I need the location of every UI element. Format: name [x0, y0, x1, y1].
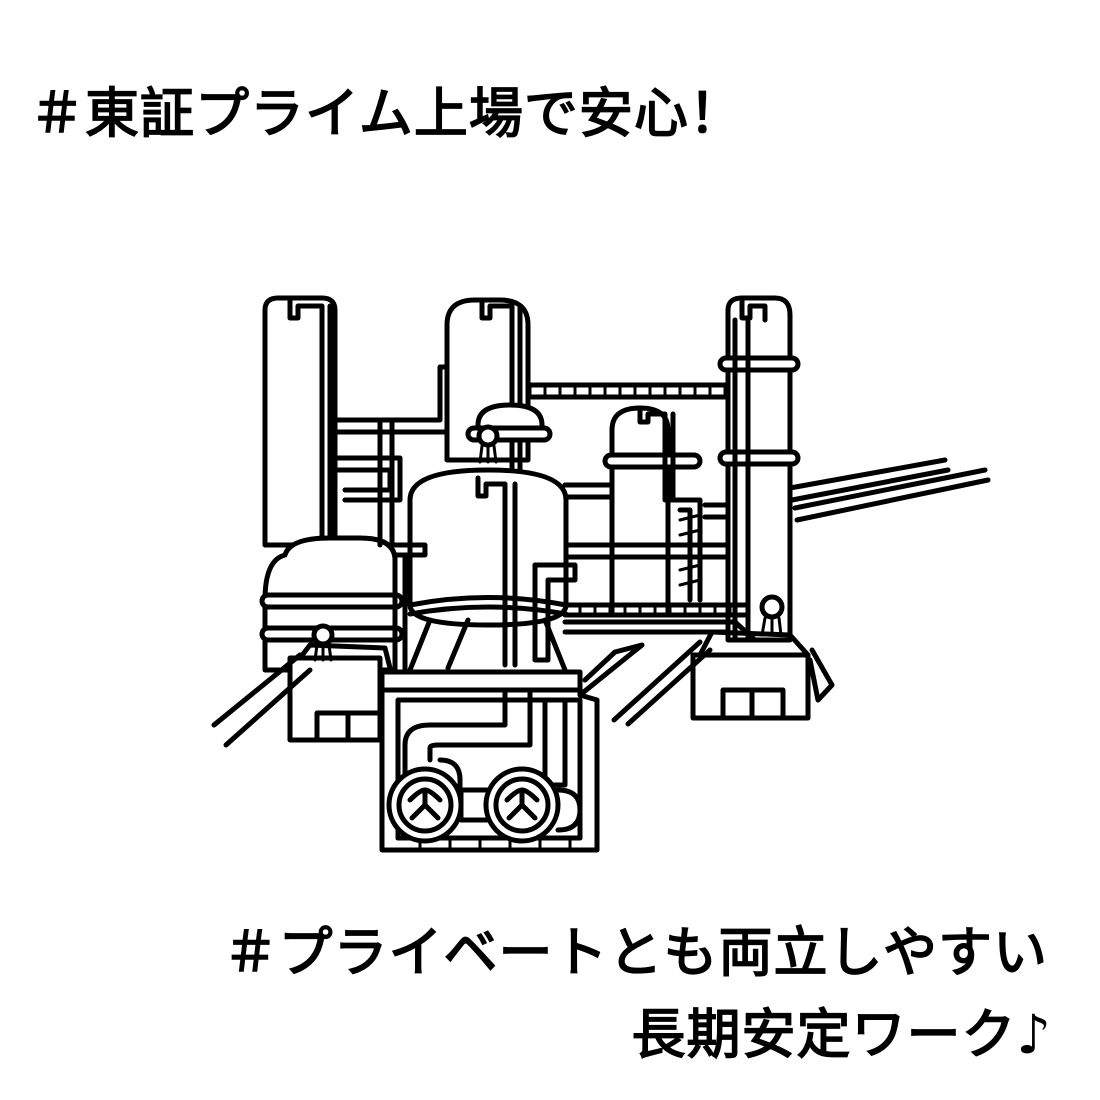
headline-bottom-line1: ＃プライベートとも両立しやすい	[223, 921, 1048, 984]
fan-right-icon	[483, 766, 583, 844]
main-tank	[392, 467, 578, 673]
left-tower	[262, 295, 338, 558]
headline-top: ＃東証プライム上場で安心！	[30, 82, 744, 145]
fan-left-icon	[386, 766, 492, 844]
right-tower	[717, 295, 801, 643]
factory-plant-icon	[211, 295, 991, 853]
headline-bottom-line2: 長期安定ワーク♪	[631, 1003, 1052, 1066]
dotted-rail	[517, 382, 738, 400]
dome-vessel	[465, 402, 553, 464]
right-center-tower	[602, 405, 703, 618]
connecting-pipes-middle	[562, 482, 731, 603]
right-unit	[611, 594, 835, 727]
left-unit	[211, 623, 393, 748]
diagonal-pipes-right	[787, 457, 991, 523]
